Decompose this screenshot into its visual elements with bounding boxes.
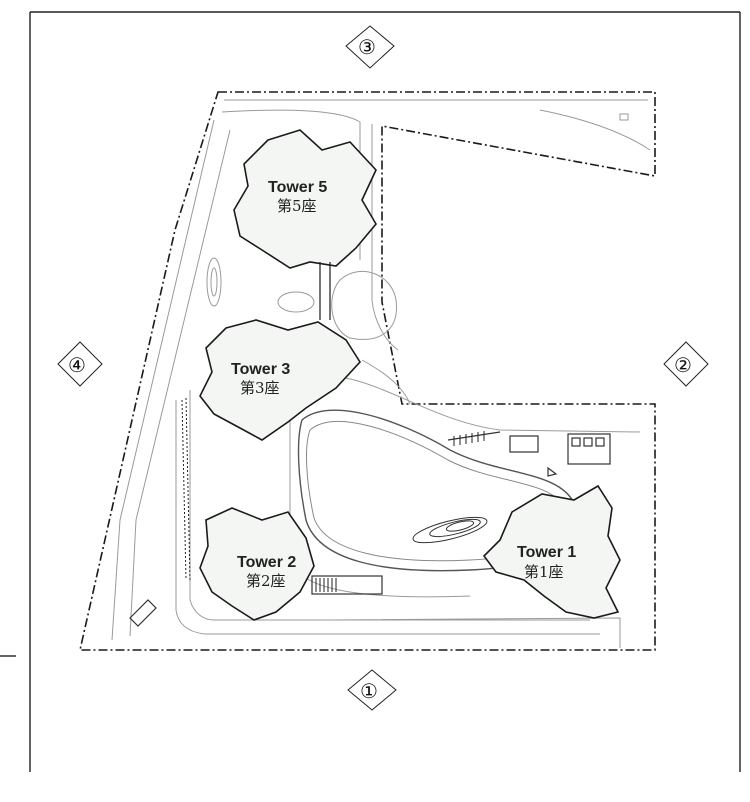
tower-5-link	[319, 262, 331, 320]
tower-2-name: Tower 2	[237, 554, 296, 571]
tower-5[interactable]: Tower 5 第5座	[233, 129, 377, 320]
site-roads	[111, 99, 651, 648]
viewpoint-4-arrow	[57, 341, 103, 387]
viewpoint-1[interactable]: ①	[347, 669, 397, 711]
viewpoint-3-label: ③	[358, 35, 376, 59]
viewpoint-1-label: ①	[360, 679, 378, 703]
podium-structures	[129, 431, 611, 627]
viewpoint-4[interactable]: ④	[57, 341, 103, 387]
viewpoint-3[interactable]: ③	[345, 25, 395, 69]
tower-2-name-cn: 第2座	[246, 572, 286, 590]
site-boundary	[78, 91, 656, 651]
tower-3-name: Tower 3	[231, 361, 290, 378]
tower-3-footprint	[199, 319, 362, 441]
tower-3-name-cn: 第3座	[240, 379, 280, 397]
viewpoint-4-label: ④	[68, 353, 86, 377]
viewpoint-2[interactable]: ②	[663, 341, 709, 387]
page-frame	[29, 11, 741, 772]
tower-1[interactable]: Tower 1 第1座	[482, 484, 621, 619]
tower-5-name: Tower 5	[268, 179, 327, 196]
tower-2-footprint	[199, 507, 315, 621]
tower-1-name: Tower 1	[517, 544, 576, 561]
viewpoint-2-label: ②	[674, 353, 692, 377]
tower-1-footprint	[482, 484, 621, 619]
tower-3[interactable]: Tower 3 第3座	[199, 319, 362, 441]
stair-hatching	[181, 397, 485, 592]
viewpoint-2-arrow	[663, 341, 709, 387]
tower-2[interactable]: Tower 2 第2座	[199, 507, 315, 621]
viewpoint-1-arrow	[347, 669, 397, 711]
tower-5-name-cn: 第5座	[277, 197, 317, 215]
viewpoint-3-arrow	[345, 25, 395, 69]
tower-5-footprint	[233, 129, 377, 269]
tower-1-name-cn: 第1座	[524, 563, 564, 581]
lake-contours	[412, 516, 488, 544]
